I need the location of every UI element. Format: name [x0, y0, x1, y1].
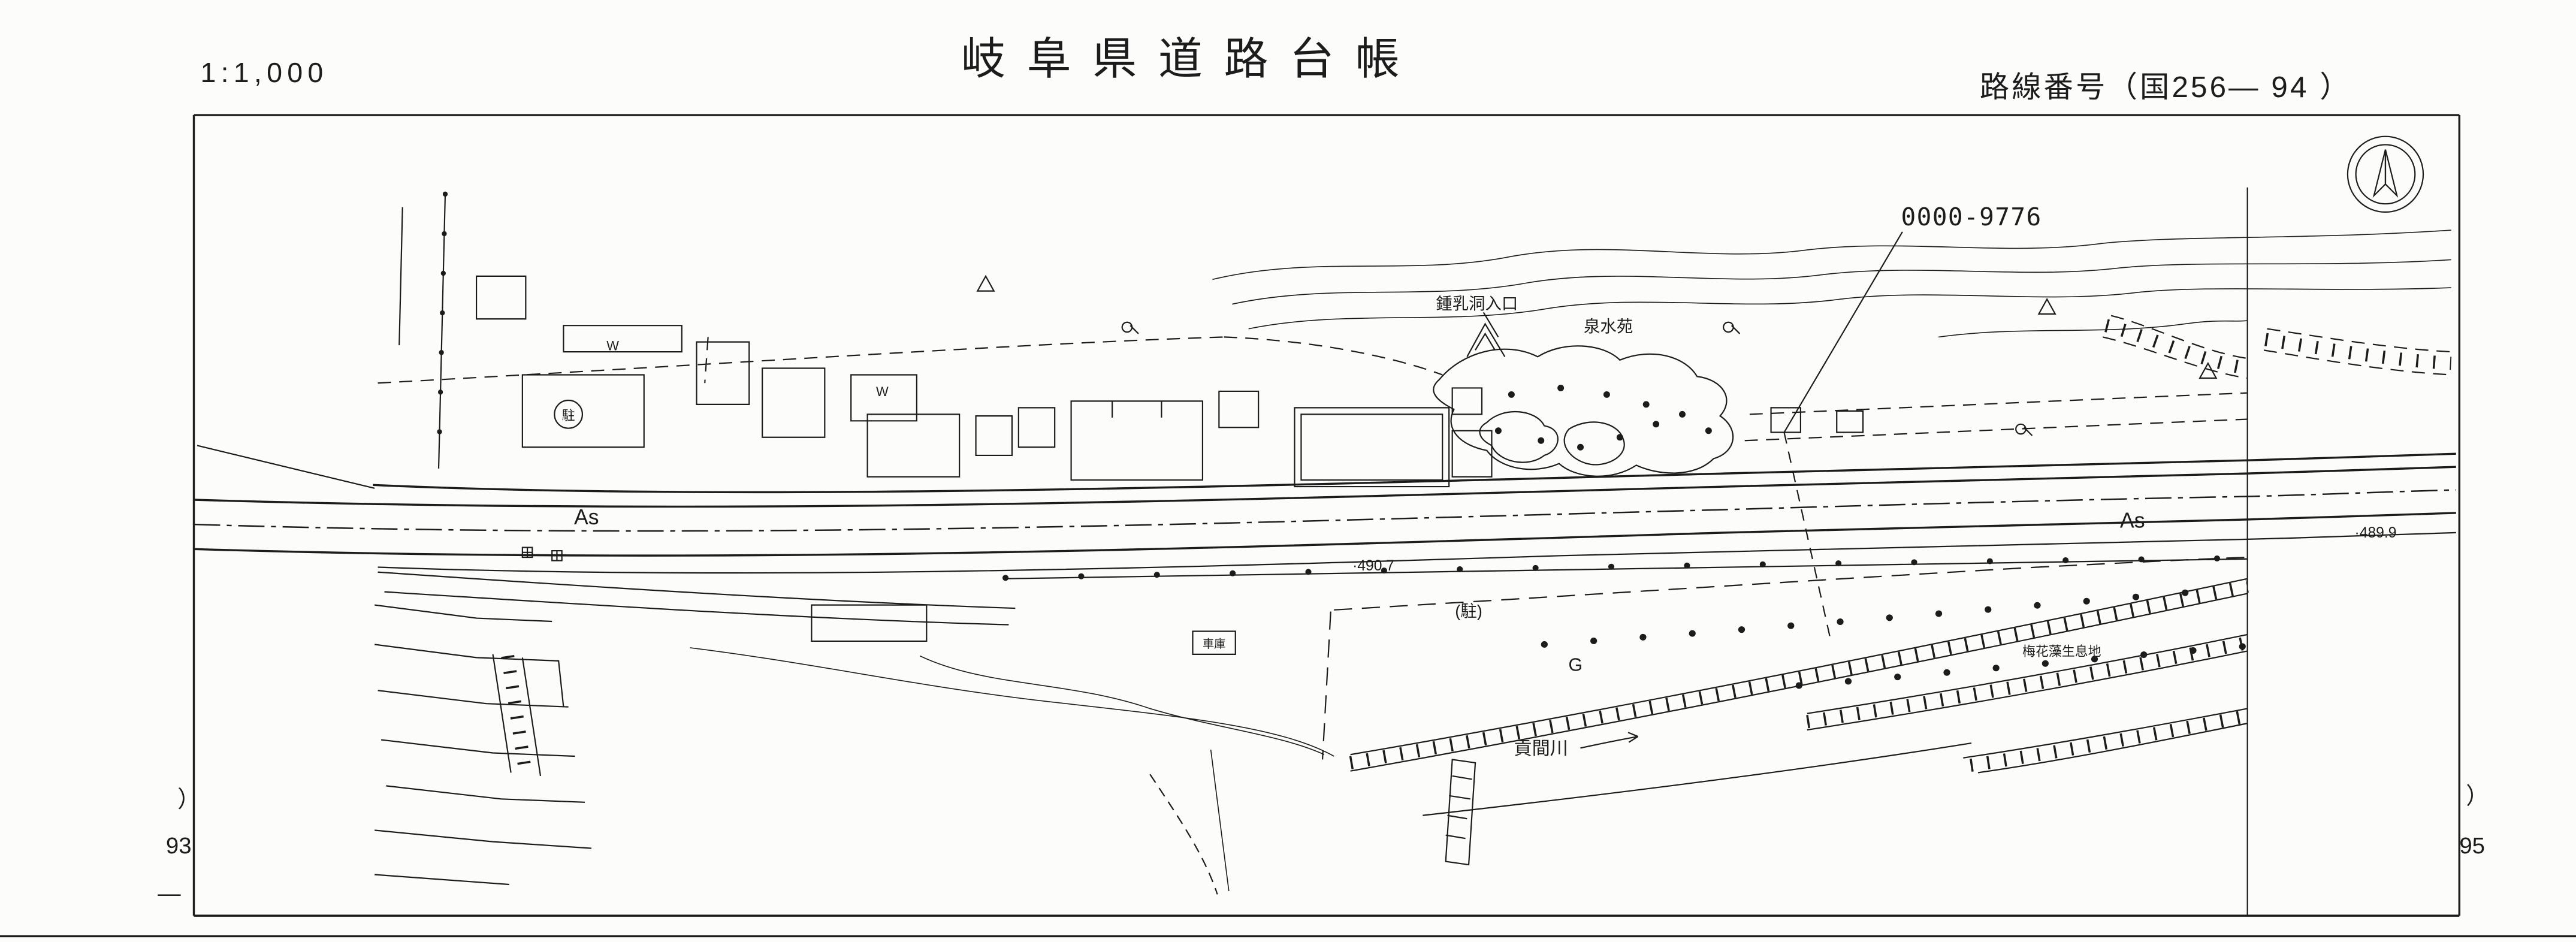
contours: [976, 230, 2452, 436]
leader-line: [1783, 231, 1903, 433]
road-edge-north-inner: [373, 452, 2456, 494]
station-left-paren: ）: [177, 787, 200, 813]
bridge-structure: [1445, 759, 1476, 866]
levee-hatching: [1349, 579, 2249, 772]
north-arrow-icon: [2347, 135, 2424, 213]
survey-triangles: [976, 274, 2218, 379]
field-channel-edges: [492, 654, 542, 777]
pavement-type-right: As: [2120, 509, 2145, 533]
terraced-fields: [374, 604, 1334, 895]
cave-entrance-peak: [1466, 312, 1506, 357]
pavement-type-left: As: [574, 505, 599, 529]
station-left: ） 93 —: [158, 787, 200, 906]
station-right-number: 95: [2459, 833, 2485, 859]
road-edge-south-outer: [378, 532, 2456, 574]
garden-area: [1433, 312, 1734, 477]
north-arrow-outer-ring: [2347, 135, 2424, 213]
upper-parcel-dashes: [378, 336, 2248, 442]
tree-row-dots-lower: [1795, 642, 2251, 689]
frame-border: [192, 114, 2461, 917]
river-name-label: 貢間川: [1514, 739, 1568, 759]
station-right: ） 95: [2459, 784, 2489, 859]
buildings: [475, 275, 1864, 655]
well-symbol-left: W: [606, 338, 619, 353]
garden-label: 泉水苑: [1584, 317, 1633, 336]
parking-symbol-circle: [554, 399, 584, 429]
north-arrow-needle-dark: [2372, 149, 2387, 198]
garage-label: 車庫: [1203, 638, 1225, 651]
guard-fence-line: [1005, 558, 2248, 579]
garden-outline: [1433, 345, 1734, 477]
river-works: [1349, 578, 2251, 866]
single-tree-symbols: [1121, 321, 2033, 436]
north-arrow-needle-light: [2384, 149, 2399, 198]
levee-edges: [1350, 578, 2248, 816]
parcel-id-label: 0000-9776: [1901, 203, 2042, 231]
parking-area-label: (駐): [1455, 602, 1482, 620]
road-edge-north-outer: [194, 466, 2456, 508]
slope-band-hatching: [2104, 319, 2452, 375]
building-outlines: [475, 275, 1864, 655]
sheet-frame: [0, 114, 2576, 938]
cave-entrance-label: 鍾乳洞入口: [1436, 294, 1518, 313]
pond-outlines: [1479, 411, 1625, 466]
leader-line-dashed: [1783, 432, 1831, 638]
station-right-paren: ）: [2466, 784, 2489, 810]
lower-terrain-lines: [690, 647, 1334, 892]
field-channel-hatching: [501, 654, 533, 775]
green-area-label: G: [1569, 655, 1583, 675]
station-left-number: 93: [166, 833, 192, 859]
habitat-label: 梅花藻生息地: [2022, 644, 2101, 659]
terrace-lines: [374, 604, 592, 886]
lower-terrain-dashed: [1149, 774, 1218, 895]
elevation-label-center: ·490.7: [1352, 558, 1394, 574]
river-flow-arrow: [1580, 732, 1639, 749]
guard-fence-posts: [1002, 555, 2251, 581]
garden-trees: [1494, 384, 1712, 451]
road-edge-south-inner: [194, 512, 2456, 557]
parcel-annotation: [1783, 231, 1903, 638]
elevation-label-right: ·489.9: [2355, 525, 2397, 541]
parcel-boundaries: [197, 191, 2248, 760]
parking-symbol-label: 駐: [562, 408, 575, 423]
left-boundary-line: [197, 194, 446, 489]
sheet-title: 岐阜県道路台帳: [961, 34, 1421, 83]
contour-lines: [1212, 230, 2451, 338]
route-number: 路線番号（国256— 94 ）: [1980, 71, 2352, 104]
manhole-symbols: [521, 547, 563, 561]
slope-band-edges: [2103, 315, 2451, 379]
sidewalk-left: [378, 571, 1016, 626]
map-scale: 1:1,000: [200, 57, 328, 88]
north-arrow-inner-ring: [2355, 144, 2416, 205]
road-centerline: [194, 489, 2456, 532]
station-left-dash: —: [158, 880, 181, 906]
tree-row-dots-upper: [1541, 585, 2238, 648]
well-symbol-mid: W: [876, 384, 889, 399]
green-area-dashes: [1321, 556, 2248, 760]
